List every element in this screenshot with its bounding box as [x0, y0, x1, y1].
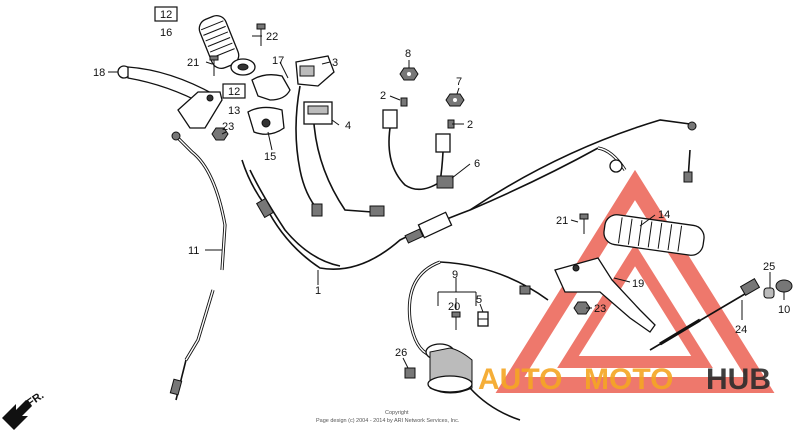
brake-cable-loop	[407, 260, 549, 357]
callout-23a: 23	[222, 121, 234, 133]
watermark-moto: MOTO	[584, 363, 673, 396]
copyright-notice: Copyright Page design (c) 2004 - 2014 by…	[316, 410, 460, 424]
callout-16: 16	[160, 27, 172, 39]
callout-1: 1	[315, 285, 321, 297]
callout-24: 24	[735, 324, 747, 336]
callout-labels: 12 16 22 21 17 3 18 12 13 23 15 4 8 7 2 …	[93, 6, 790, 359]
callout-4: 4	[345, 120, 351, 132]
callout-5: 5	[476, 294, 482, 306]
callout-12b: 12	[228, 86, 240, 98]
leader-lines	[108, 35, 785, 369]
callout-6: 6	[474, 158, 480, 170]
callout-21b: 21	[556, 215, 568, 227]
callout-22: 22	[266, 31, 278, 43]
screw-21-top	[209, 55, 219, 76]
throttle-cable	[241, 119, 697, 270]
callout-19: 19	[632, 278, 644, 290]
nut-7	[445, 93, 465, 107]
washer-23-left	[211, 127, 229, 141]
brake-lever	[554, 257, 656, 333]
front-direction-arrow: FR.	[2, 389, 46, 430]
callout-23b: 23	[594, 303, 606, 315]
nut-8	[399, 67, 419, 81]
callout-18: 18	[93, 67, 105, 79]
callout-2a: 2	[380, 90, 386, 102]
screw-21-right	[579, 213, 589, 234]
clip-5	[477, 311, 489, 327]
watermark-hub: HUB	[706, 363, 771, 396]
switch-housing	[247, 55, 335, 135]
master-cylinder	[404, 343, 473, 394]
callout-26: 26	[395, 347, 407, 359]
callout-13: 13	[228, 105, 240, 117]
callout-17: 17	[272, 55, 284, 67]
callout-20: 20	[448, 301, 460, 313]
callout-2b: 2	[467, 119, 473, 131]
clutch-cable	[169, 131, 227, 401]
right-grip	[603, 214, 705, 256]
callout-9: 9	[452, 269, 458, 281]
copyright-line1: Copyright	[385, 410, 409, 416]
callout-14: 14	[658, 209, 670, 221]
callout-8: 8	[405, 48, 411, 60]
screw-22	[256, 23, 266, 46]
watermark-auto: AUTO	[478, 363, 562, 396]
bolt-20	[451, 311, 461, 330]
callout-7: 7	[456, 76, 462, 88]
watermark-text: AUTO MOTO HUB	[478, 363, 771, 396]
clutch-lever	[117, 65, 223, 129]
callout-15: 15	[264, 151, 276, 163]
switch-pair	[382, 97, 455, 191]
callout-12a: 12	[160, 9, 172, 21]
callout-11: 11	[188, 245, 199, 257]
throttle-grip	[198, 15, 256, 76]
callout-21a: 21	[187, 57, 199, 69]
callout-25: 25	[763, 261, 775, 273]
callout-3: 3	[332, 57, 338, 69]
nut-23-right	[573, 301, 591, 315]
copyright-line2: Page design (c) 2004 - 2014 by ARI Netwo…	[316, 418, 460, 424]
callout-10: 10	[778, 304, 790, 316]
